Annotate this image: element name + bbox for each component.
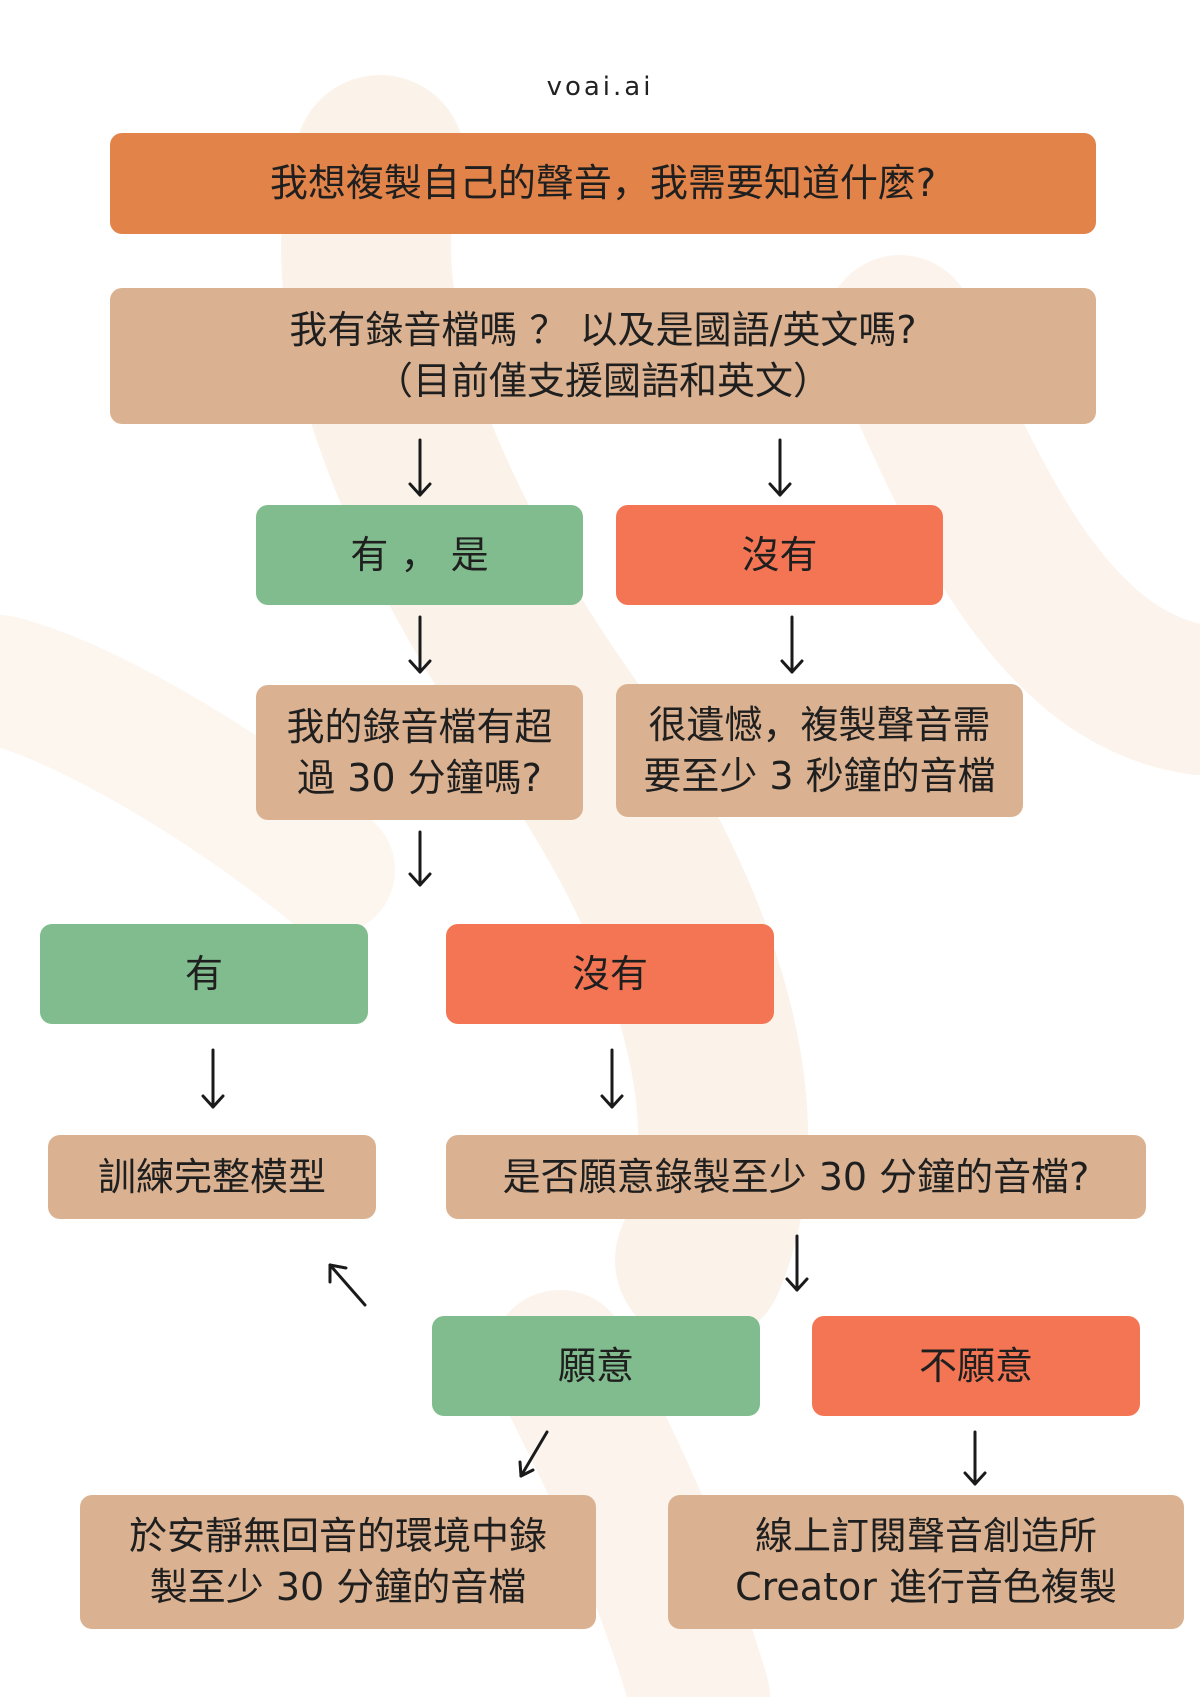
unwilling-box: 不願意 bbox=[812, 1316, 1140, 1416]
subscribe-creator-box: 線上訂閱聲音創造所 Creator 進行音色複製 bbox=[668, 1495, 1184, 1629]
no-box-1-text: 沒有 bbox=[741, 532, 818, 577]
recording-check-box: 我有錄音檔嗎 ？ 以及是國語/英文嗎? （目前僅支援國語和英文） bbox=[110, 288, 1096, 424]
train-full-model-box: 訓練完整模型 bbox=[48, 1135, 376, 1219]
duration-check-box: 我的錄音檔有超 過 30 分鐘嗎? bbox=[256, 685, 583, 820]
yes-box-2-text: 有 bbox=[184, 951, 223, 996]
willing-to-record-text: 是否願意錄製至少 30 分鐘的音檔? bbox=[502, 1154, 1090, 1199]
willing-box: 願意 bbox=[432, 1316, 760, 1416]
yes-box-1: 有 ， 是 bbox=[256, 505, 583, 605]
duration-check-line2: 過 30 分鐘嗎? bbox=[297, 755, 542, 800]
yes-box-1-text: 有 ， 是 bbox=[350, 532, 489, 577]
record-quiet-line1: 於安靜無回音的環境中錄 bbox=[128, 1514, 547, 1559]
willing-box-text: 願意 bbox=[557, 1343, 634, 1388]
record-quiet-box: 於安靜無回音的環境中錄 製至少 30 分鐘的音檔 bbox=[80, 1495, 596, 1629]
no-box-1: 沒有 bbox=[616, 505, 943, 605]
minimum-length-note: 很遺憾，複製聲音需 要至少 3 秒鐘的音檔 bbox=[616, 684, 1023, 817]
recording-check-line2: （目前僅支援國語和英文） bbox=[374, 359, 831, 403]
header-question-text: 我想複製自己的聲音，我需要知道什麼? bbox=[269, 161, 937, 206]
no-box-2: 沒有 bbox=[446, 924, 774, 1024]
minimum-length-line1: 很遺憾，複製聲音需 bbox=[648, 702, 991, 747]
willing-to-record-question: 是否願意錄製至少 30 分鐘的音檔? bbox=[446, 1135, 1146, 1219]
no-box-2-text: 沒有 bbox=[571, 951, 648, 996]
header-question: 我想複製自己的聲音，我需要知道什麼? bbox=[110, 133, 1096, 234]
site-name: voai.ai bbox=[546, 72, 654, 102]
recording-check-line1: 我有錄音檔嗎 ？ 以及是國語/英文嗎? bbox=[289, 308, 917, 353]
unwilling-box-text: 不願意 bbox=[918, 1343, 1033, 1388]
record-quiet-line2: 製至少 30 分鐘的音檔 bbox=[149, 1565, 527, 1609]
yes-box-2: 有 bbox=[40, 924, 368, 1024]
train-full-model-text: 訓練完整模型 bbox=[97, 1154, 326, 1199]
minimum-length-line2: 要至少 3 秒鐘的音檔 bbox=[643, 753, 996, 798]
duration-check-line1: 我的錄音檔有超 bbox=[286, 704, 553, 749]
subscribe-creator-line1: 線上訂閱聲音創造所 bbox=[754, 1514, 1097, 1559]
subscribe-creator-line2: Creator 進行音色複製 bbox=[735, 1565, 1117, 1609]
